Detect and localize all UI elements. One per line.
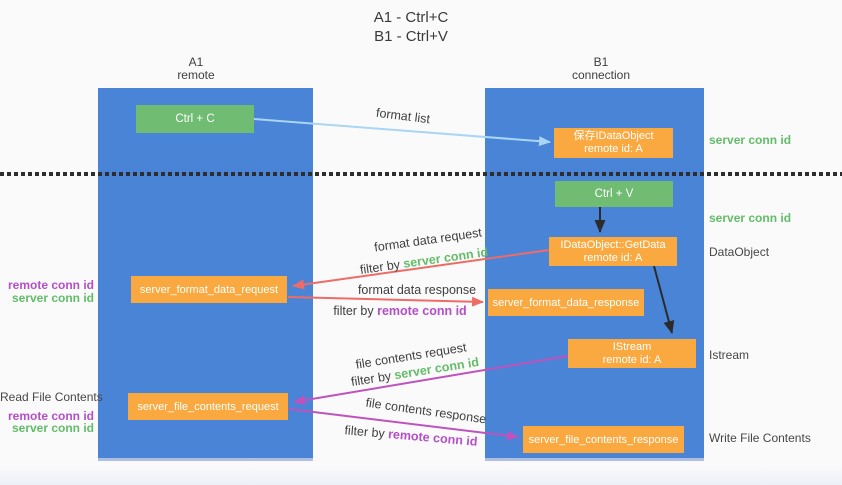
- node-format-response-label: server_format_data_response: [492, 296, 640, 309]
- side-label-server-conn-id-mid: server conn id: [709, 211, 792, 225]
- node-server-file-contents-request: server_file_contents_request: [128, 393, 288, 420]
- node-ctrl-c: Ctrl + C: [136, 105, 254, 133]
- side-label-dataobject: DataObject: [709, 245, 770, 259]
- title-line-1: A1 - Ctrl+C: [373, 9, 449, 26]
- arrow-format-list: [253, 118, 551, 147]
- node-getdata-line2: remote id: A: [583, 251, 643, 264]
- node-file-request-label: server_file_contents_request: [137, 400, 279, 413]
- arrow-format-data-request: [292, 249, 550, 290]
- arrow-format-data-response: [287, 296, 484, 307]
- session-divider-dotted-line: [0, 172, 842, 176]
- side-label-write-file-contents: Write File Contents: [709, 431, 811, 445]
- node-istream-line2: remote id: A: [602, 353, 662, 366]
- node-istream: IStream remote id: A: [568, 339, 696, 368]
- lane-header-a1: A1 remote: [136, 56, 256, 82]
- edge-label-filter-remote-1: filter by remote conn id: [333, 304, 466, 318]
- bottom-fade: [0, 463, 842, 485]
- node-idataobject-getdata: IDataObject::GetData remote id: A: [549, 237, 677, 266]
- node-file-response-label: server_file_contents_response: [528, 433, 679, 446]
- lane-b1-name: B1: [593, 55, 609, 69]
- node-format-request-label: server_format_data_request: [139, 283, 279, 296]
- diagram-title: A1 - Ctrl+C B1 - Ctrl+V: [321, 8, 501, 46]
- filter-by-text: filter by: [333, 304, 378, 318]
- node-getdata-line1: IDataObject::GetData: [560, 238, 666, 251]
- arrow-file-contents-request: [293, 355, 569, 406]
- node-save-idataobject-line2: remote id: A: [584, 143, 643, 155]
- side-label-server-conn-id-top: server conn id: [709, 133, 792, 147]
- node-save-idataobject-line1: 保存IDataObject: [573, 130, 654, 142]
- node-server-format-data-response: server_format_data_response: [488, 289, 644, 316]
- node-ctrl-c-label: Ctrl + C: [175, 113, 215, 125]
- side-label-istream: Istream: [709, 348, 750, 362]
- remote-conn-id-text: remote conn id: [377, 304, 467, 318]
- title-line-2: B1 - Ctrl+V: [374, 28, 448, 45]
- node-istream-line1: IStream: [612, 340, 652, 353]
- lane-header-b1: B1 connection: [541, 56, 661, 82]
- node-server-file-contents-response: server_file_contents_response: [523, 426, 684, 453]
- node-ctrl-v: Ctrl + V: [555, 181, 673, 207]
- side-label-remote-conn-id-2: remote conn id: [7, 409, 94, 423]
- arrow-file-contents-response: [288, 408, 519, 441]
- node-server-format-data-request: server_format_data_request: [131, 276, 287, 303]
- node-save-idataobject: 保存IDataObject remote id: A: [554, 128, 673, 158]
- side-label-read-file-contents: Read File Contents: [0, 390, 103, 404]
- arrow-getdata-to-istream: [653, 265, 675, 334]
- side-label-server-conn-id-2: server conn id: [11, 421, 94, 435]
- edge-label-format-data-response: format data response: [357, 283, 477, 297]
- side-label-remote-conn-id-1: remote conn id: [7, 278, 94, 292]
- lane-a1-subtitle: remote: [177, 68, 215, 82]
- lane-b1-subtitle: connection: [571, 68, 631, 82]
- node-ctrl-v-label: Ctrl + V: [594, 188, 634, 200]
- lane-a1-name: A1: [188, 55, 204, 69]
- side-label-server-conn-id-1: server conn id: [11, 291, 94, 305]
